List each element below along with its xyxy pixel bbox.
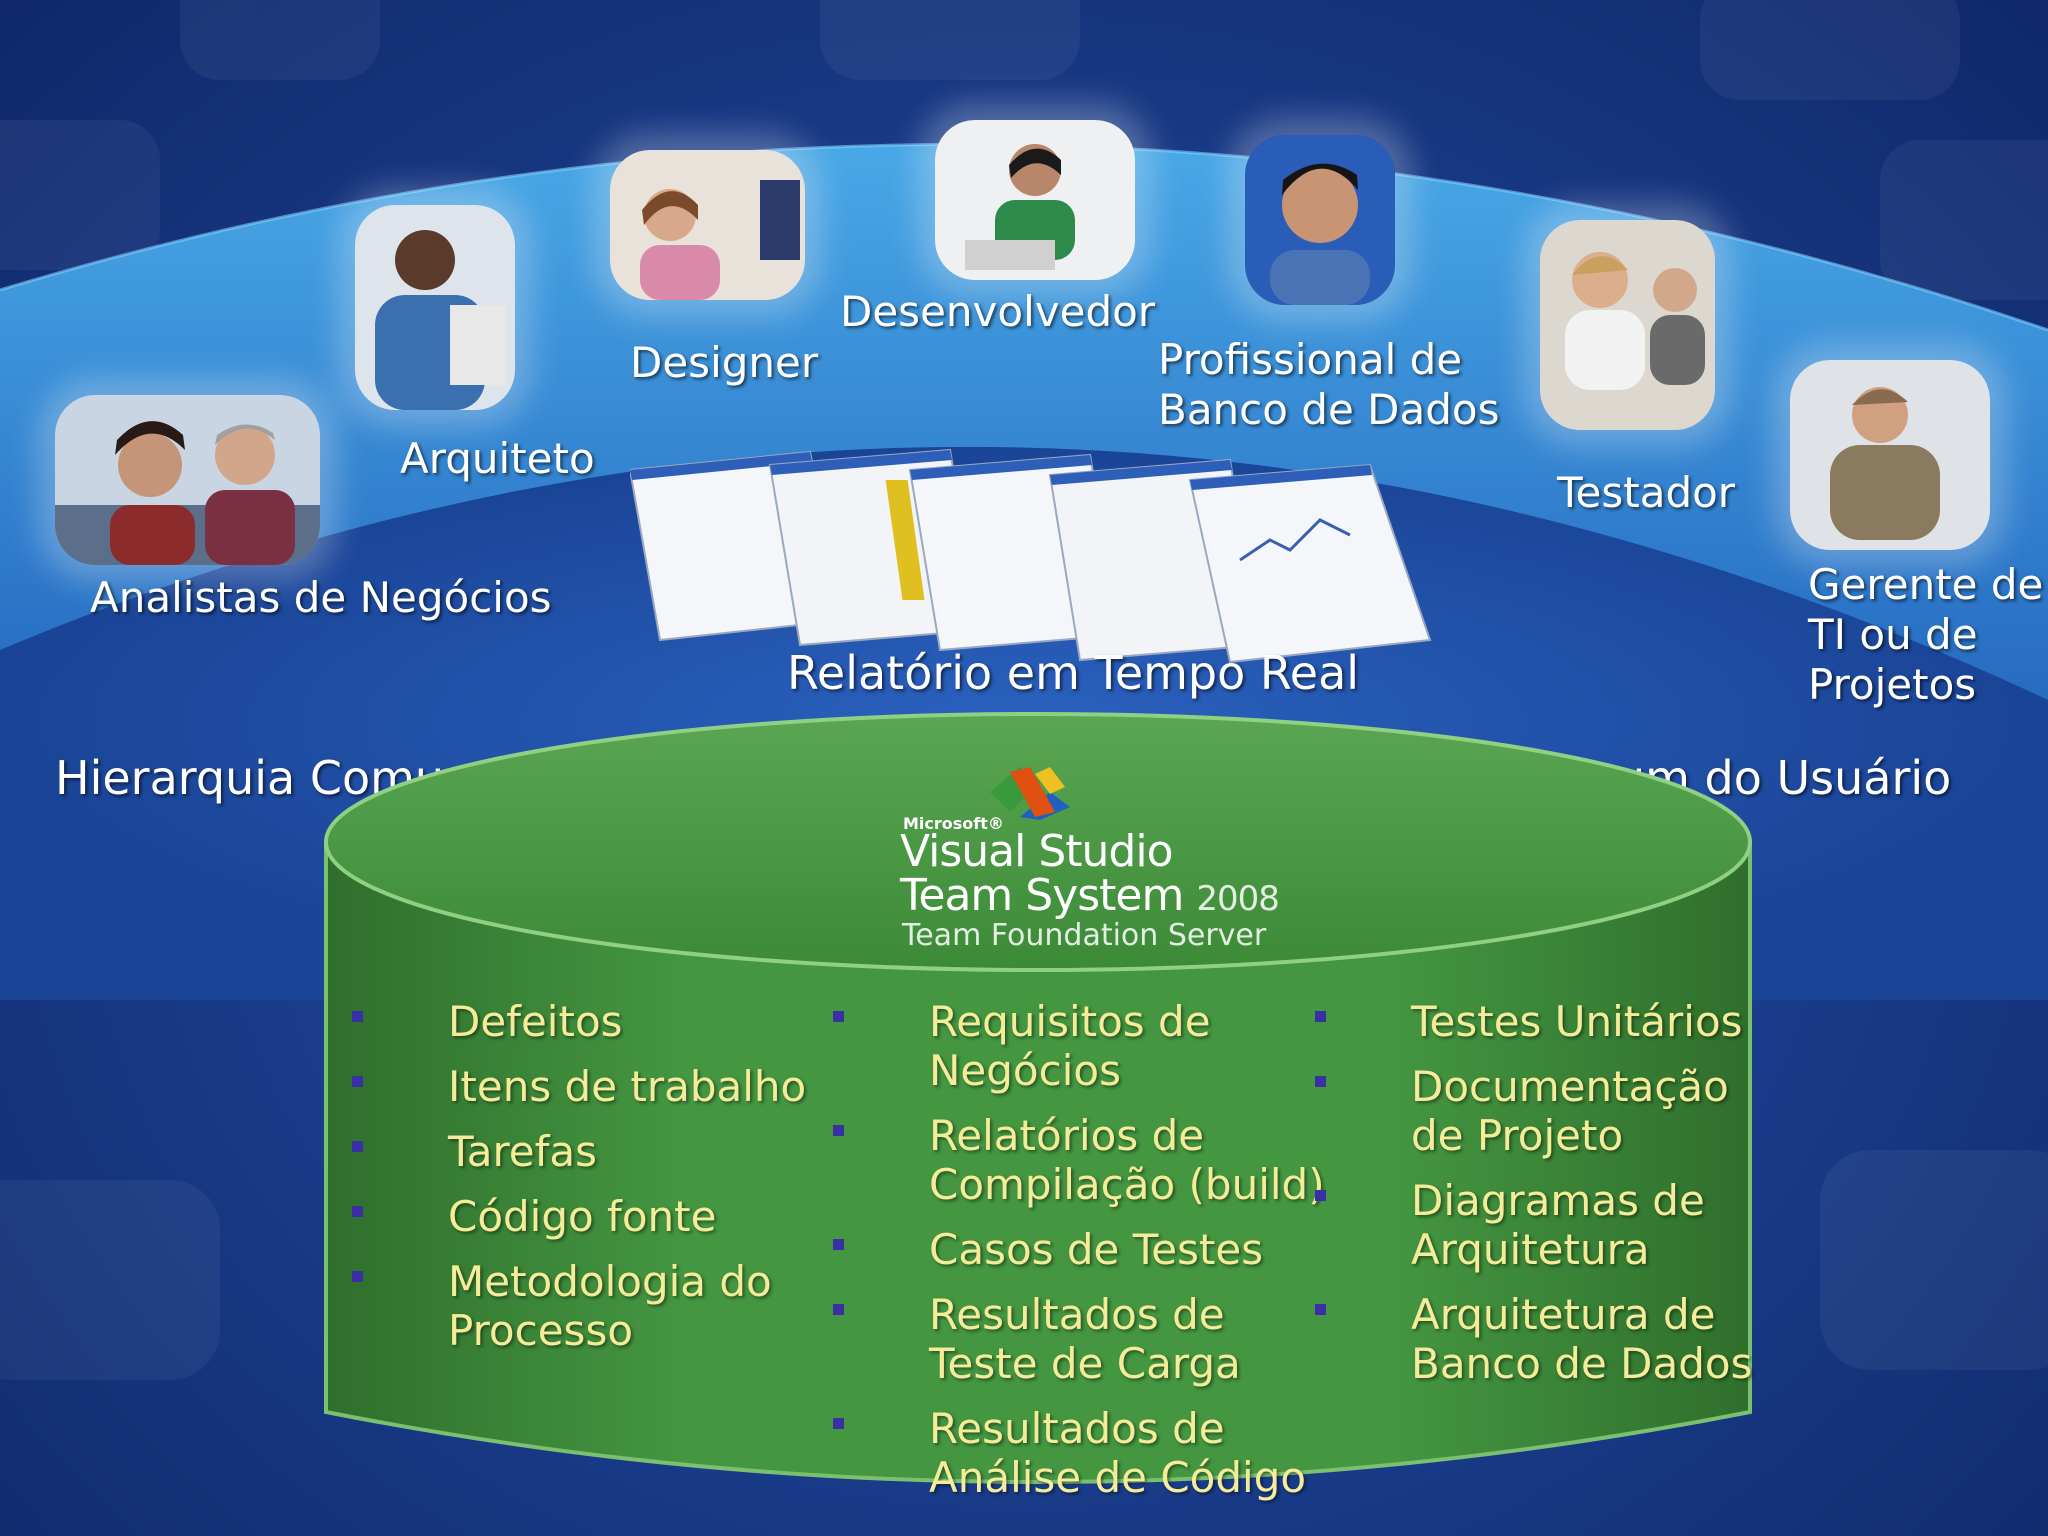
- list-item-text: Requisitos de: [929, 997, 1211, 1046]
- logo-team-system: Team System 2008: [900, 870, 1280, 923]
- list-item-text: Documentação: [1411, 1062, 1729, 1111]
- logo-team-system-text: Team System: [900, 870, 1184, 921]
- list-item-text: Código fonte: [448, 1192, 717, 1241]
- arquiteto-photo: [355, 205, 515, 410]
- list-item-text: Arquitetura: [1411, 1225, 1650, 1274]
- list-item-text: Tarefas: [448, 1127, 598, 1176]
- profissional-photo: [1245, 135, 1395, 305]
- logo-tfs: Team Foundation Server: [902, 918, 1267, 953]
- logo-microsoft: Microsoft®: [903, 814, 1004, 833]
- list-item-text: Banco de Dados: [1411, 1339, 1753, 1388]
- gerente-photo: [1790, 360, 1990, 550]
- list-item-text: Resultados de: [929, 1290, 1225, 1339]
- list-item: Casos de Testes: [833, 1225, 1325, 1274]
- role-label-profissional-line1: Profissional de: [1158, 335, 1463, 384]
- list-item-text: Defeitos: [448, 997, 623, 1046]
- bullet-icon: [1315, 1076, 1326, 1087]
- desenvolvedor-photo: [935, 120, 1135, 280]
- bullet-icon: [352, 1076, 363, 1087]
- bullet-icon: [833, 1418, 844, 1429]
- logo-visual-studio: Visual Studio: [900, 826, 1173, 877]
- role-label-designer: Designer: [630, 338, 819, 387]
- designer-photo: [610, 150, 805, 300]
- vs-logo-mark-icon: [990, 767, 1070, 820]
- list-item-text: Casos de Testes: [929, 1225, 1264, 1274]
- list-item-text: Diagramas de: [1411, 1176, 1705, 1225]
- list-item-text: Compilação (build): [929, 1160, 1325, 1209]
- role-label-gerente-line3: Projetos: [1808, 660, 1977, 709]
- testador-photo: [1540, 220, 1715, 430]
- list-item-text: de Projeto: [1411, 1111, 1624, 1160]
- role-label-profissional: Profissional de Banco de Dados: [1158, 335, 1499, 435]
- list-item-text: Negócios: [929, 1046, 1121, 1095]
- vs-team-system-logo: Microsoft® Visual Studio Team System 200…: [900, 762, 1280, 962]
- list-item-text: Testes Unitários: [1411, 997, 1743, 1046]
- list-item: Itens de trabalho: [352, 1062, 807, 1111]
- list-item-text: Resultados de: [929, 1404, 1225, 1453]
- artifact-column-1: Defeitos Itens de trabalho Tarefas Códig…: [352, 997, 807, 1371]
- repository-cylinder: [324, 712, 1752, 1484]
- role-label-gerente-line2: TI ou de: [1808, 610, 1978, 659]
- report-screen-5: [1188, 463, 1432, 664]
- list-item: Código fonte: [352, 1192, 806, 1241]
- role-label-analistas: Analistas de Negócios: [90, 573, 552, 622]
- bullet-icon: [833, 1125, 844, 1136]
- role-label-profissional-line2: Banco de Dados: [1158, 385, 1500, 434]
- list-item-text: Teste de Carga: [929, 1339, 1241, 1388]
- bullet-icon: [1315, 1011, 1326, 1022]
- bullet-icon: [833, 1239, 844, 1250]
- role-label-gerente: Gerente de TI ou de Projetos: [1808, 560, 2043, 710]
- list-item: Testes Unitários: [1315, 997, 1752, 1046]
- bullet-icon: [833, 1011, 844, 1022]
- list-item: Defeitos: [352, 997, 806, 1046]
- list-item-text: Relatórios de: [929, 1111, 1205, 1160]
- list-item-text: Arquitetura de: [1411, 1290, 1716, 1339]
- list-item-text: Análise de Código: [929, 1453, 1307, 1502]
- role-label-gerente-line1: Gerente de: [1808, 560, 2044, 609]
- role-label-desenvolvedor: Desenvolvedor: [840, 287, 1156, 336]
- bullet-icon: [352, 1141, 363, 1152]
- role-label-arquiteto: Arquiteto: [400, 434, 595, 483]
- list-item-text: Processo: [448, 1306, 634, 1355]
- bullet-icon: [352, 1271, 363, 1282]
- report-label: Relatório em Tempo Real: [787, 646, 1360, 700]
- list-item-text: Itens de trabalho: [448, 1062, 807, 1111]
- report-screenshots: [630, 448, 1432, 664]
- bullet-icon: [833, 1304, 844, 1315]
- analistas-photo: [55, 395, 320, 565]
- bullet-icon: [1315, 1304, 1326, 1315]
- list-item: Tarefas: [352, 1127, 806, 1176]
- bullet-icon: [1315, 1190, 1326, 1201]
- logo-year: 2008: [1196, 879, 1280, 919]
- list-item-text: Metodologia do: [448, 1257, 772, 1306]
- role-label-testador: Testador: [1557, 468, 1736, 517]
- bullet-icon: [352, 1206, 363, 1217]
- bullet-icon: [352, 1011, 363, 1022]
